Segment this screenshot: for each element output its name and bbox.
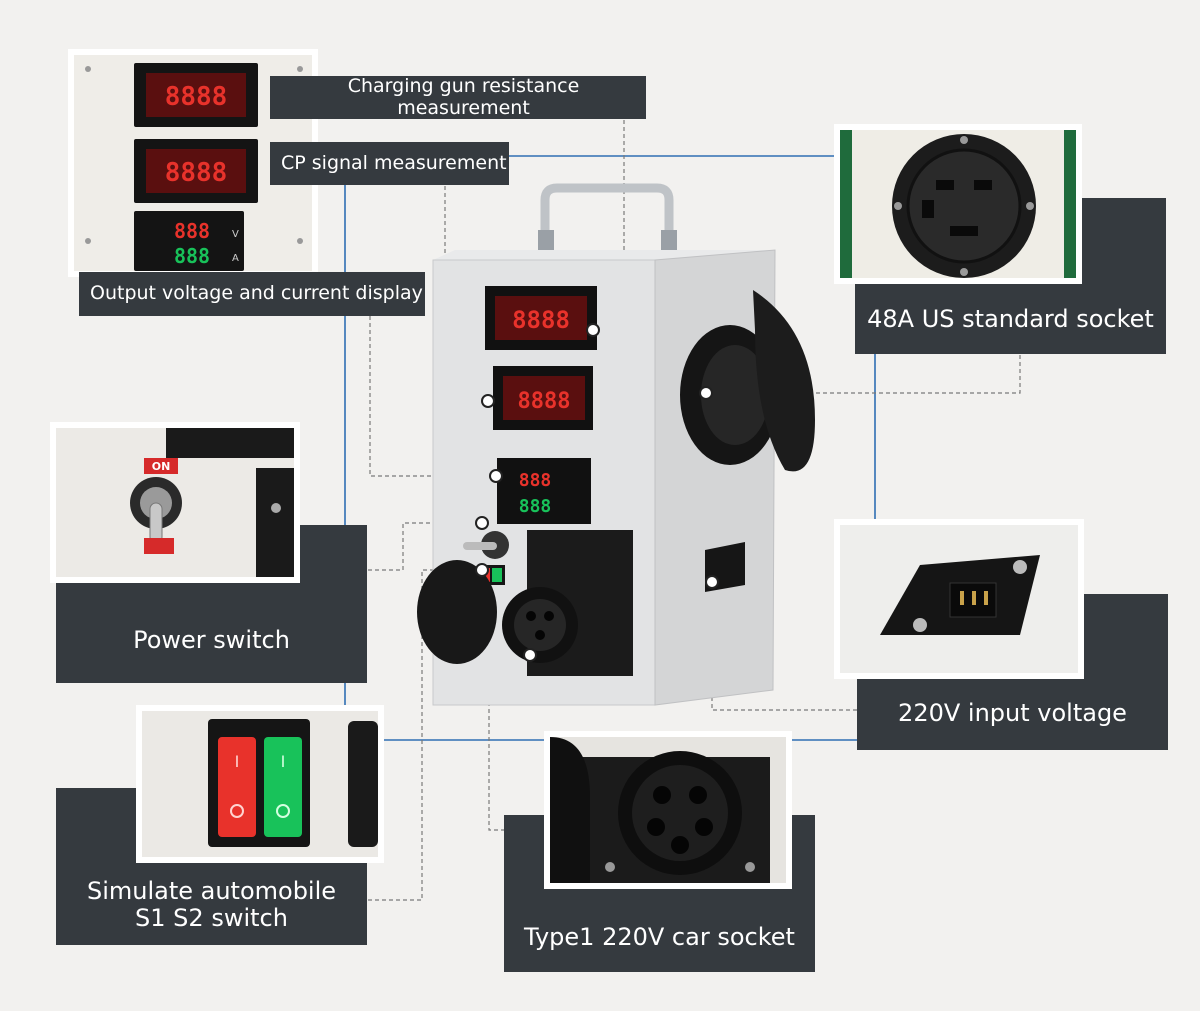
label-type1: Type1 220V car socket bbox=[524, 923, 795, 952]
label-input-voltage: 220V input voltage bbox=[898, 699, 1127, 728]
amp-digits: 888 bbox=[174, 244, 210, 268]
device-illustration: 8888 8888 888 888 bbox=[417, 183, 815, 706]
device-meter1-digits: 8888 bbox=[512, 306, 570, 334]
volt-unit: V bbox=[232, 229, 239, 240]
photo-rocker-switches: I I bbox=[136, 705, 384, 863]
photo-input-socket bbox=[834, 519, 1084, 679]
label-power-switch: Power switch bbox=[133, 626, 290, 655]
label-s1s2-line1: Simulate automobile bbox=[86, 876, 337, 905]
device-volt-digits: 888 bbox=[519, 470, 552, 491]
rocker-green-mark: I bbox=[281, 752, 286, 771]
meter2-digits: 8888 bbox=[165, 158, 228, 188]
photo-power-switch: ON bbox=[50, 422, 300, 583]
label-cp-signal: CP signal measurement bbox=[270, 142, 509, 185]
photo-us-socket-front bbox=[834, 124, 1082, 284]
device-meter2-digits: 8888 bbox=[518, 389, 571, 414]
amp-unit: A bbox=[232, 253, 239, 264]
device-amp-digits: 888 bbox=[519, 496, 552, 517]
label-gun-resistance: Charging gun resistance measurement bbox=[270, 75, 646, 119]
label-us-socket: 48A US standard socket bbox=[867, 305, 1154, 334]
label-s1s2-line2: S1 S2 switch bbox=[135, 904, 288, 933]
switch-on-text: ON bbox=[152, 460, 171, 473]
rocker-red-mark: I bbox=[235, 752, 240, 771]
volt-digits: 888 bbox=[174, 219, 210, 243]
photo-type1-socket bbox=[544, 731, 792, 889]
label-output-display: Output voltage and current display bbox=[79, 272, 425, 316]
meter1-digits: 8888 bbox=[165, 82, 228, 112]
